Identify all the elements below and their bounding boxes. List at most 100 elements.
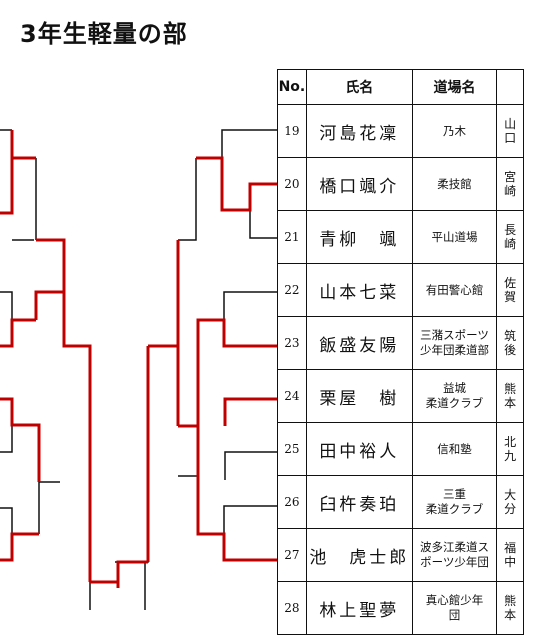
bracket-line [249,210,277,239]
bracket-line [38,481,60,534]
entry-name: 飯盛友陽 [305,316,413,370]
entry-dojo: 乃木 [411,104,498,158]
entry-name: 栗屋 樹 [305,369,413,423]
prefecture-char: 長 [504,223,517,237]
header-pref [496,69,524,105]
entry-dojo: 波多江柔道スポーツ少年団 [411,528,498,582]
dojo-name-line: 三潴スポーツ [420,328,489,342]
entry-number: 19 [277,104,307,158]
entry-prefecture: 宮崎 [496,157,524,211]
bracket-line [223,505,277,534]
dojo-name-line: 乃木 [443,123,467,138]
entry-number: 22 [277,263,307,317]
bracket-line [115,346,149,563]
bracket-winner-line [178,318,277,428]
entry-prefecture: 佐賀 [496,263,524,317]
entry-prefecture: 熊本 [496,369,524,423]
dojo-name-line: 波多江柔道ス [420,540,490,554]
entry-number: 27 [277,528,307,582]
bracket-winner-line [0,156,36,215]
bracket-winner-line [0,532,39,562]
prefecture-char: 口 [504,131,517,145]
bracket-winner-line [0,318,36,348]
entry-number: 23 [277,316,307,370]
page-title: 3年生軽量の部 [20,20,188,48]
dojo-name-line: ポーツ少年団 [420,555,489,569]
entry-name: 青柳 颯 [305,210,413,264]
bracket-winner-line [116,560,148,588]
bracket-line [223,291,277,320]
bracket-line [178,158,197,241]
prefecture-char: 分 [504,502,517,516]
entry-dojo: 平山道場 [411,210,498,264]
entry-dojo: 益城柔道クラブ [411,369,498,423]
bracket-line [224,451,277,480]
prefecture-char: 宮 [504,170,517,184]
prefecture-char: 賀 [504,290,517,304]
dojo-name-line: 三重 [443,487,467,501]
entry-prefecture: 筑後 [496,316,524,370]
bracket-line [0,291,13,320]
bracket-winner-line [34,290,64,320]
prefecture-char: 崎 [504,184,517,198]
entry-name: 林上聖夢 [305,581,413,635]
dojo-name-line: 団 [448,608,461,622]
entry-dojo: 有田警心館 [411,263,498,317]
dojo-name-line: 柔道クラブ [425,396,484,410]
entry-number: 24 [277,369,307,423]
prefecture-char: 熊 [504,382,517,396]
bracket-winner-line [223,397,277,426]
entry-prefecture: 福中 [496,528,524,582]
bracket-winner-line [0,397,41,482]
header-name: 氏名 [305,69,413,105]
entry-number: 26 [277,475,307,529]
entry-name: 橋口颯介 [305,157,413,211]
entry-name: 山本七菜 [305,263,413,317]
prefecture-char: 熊 [504,594,517,608]
dojo-name-line: 少年団柔道部 [420,343,490,357]
entry-number: 20 [277,157,307,211]
prefecture-char: 筑 [504,329,517,343]
entry-prefecture: 山口 [496,104,524,158]
bracket-winner-line [62,292,92,582]
table-header-row: No. 氏名 道場名 [277,69,524,105]
dojo-name-line: 平山道場 [431,229,478,244]
bracket-winner-line [196,426,277,562]
entry-dojo: 三潴スポーツ少年団柔道部 [411,316,498,370]
entry-number: 21 [277,210,307,264]
prefecture-char: 本 [504,608,517,622]
entry-prefecture: 長崎 [496,210,524,264]
entry-name: 池 虎士郎 [305,528,413,582]
prefecture-char: 後 [504,343,517,357]
prefecture-char: 中 [504,555,517,569]
entry-dojo: 三重柔道クラブ [411,475,498,529]
entry-prefecture: 北九 [496,422,524,476]
prefecture-char: 崎 [504,237,517,251]
tournament-bracket [0,129,277,610]
entry-prefecture: 大分 [496,475,524,529]
header-dojo: 道場名 [411,69,498,105]
dojo-name-line: 柔道クラブ [425,502,484,516]
entry-prefecture: 熊本 [496,581,524,635]
prefecture-char: 北 [504,435,517,449]
entry-name: 河島花凜 [305,104,413,158]
entry-name: 田中裕人 [305,422,413,476]
entry-dojo: 信和塾 [411,422,498,476]
bracket-line [0,425,13,453]
entry-number: 25 [277,422,307,476]
bracket-winner-line [196,156,277,212]
entry-dojo: 真心館少年団 [411,581,498,635]
bracket-line [221,129,277,158]
prefecture-char: 佐 [504,276,517,290]
dojo-name-line: 真心館少年 [425,593,484,607]
